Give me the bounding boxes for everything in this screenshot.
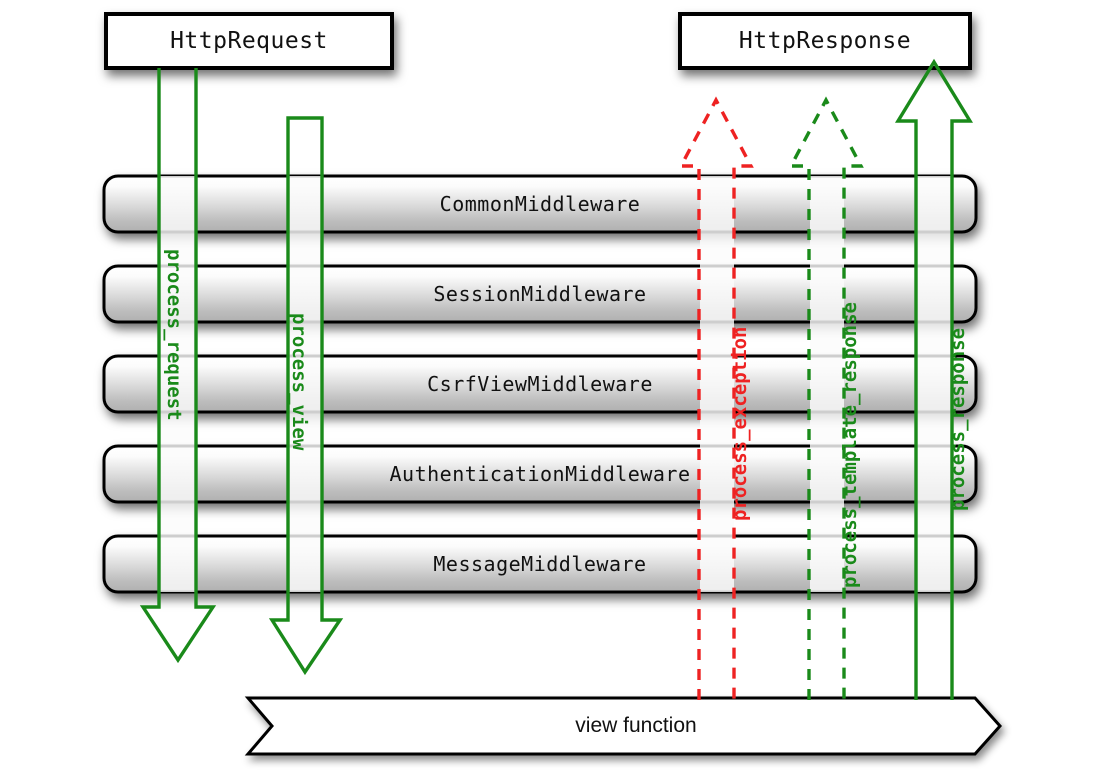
middleware-label-session: SessionMiddleware — [433, 282, 647, 306]
view-function-label: view function — [575, 714, 697, 737]
flow-channels — [160, 176, 953, 592]
flow-process-response-arrow — [894, 58, 974, 700]
flow-label-process-request: process_request — [163, 249, 185, 421]
flow-label-process-response: process_response — [947, 327, 969, 511]
endpoint-request-label: HttpRequest — [170, 28, 328, 54]
flow-label-process-view: process_view — [288, 313, 310, 451]
flow-process-template-response-arrow — [788, 96, 864, 700]
flow-process-request-arrow — [139, 68, 217, 664]
endpoint-request-box — [104, 12, 394, 70]
view-function-banner — [244, 696, 1003, 756]
middleware-label-common: CommonMiddleware — [439, 192, 641, 216]
middleware-label-message: MessageMiddleware — [433, 552, 647, 576]
endpoint-response-label: HttpResponse — [738, 28, 912, 54]
flow-label-process-template-response: process_template_response — [839, 302, 861, 588]
flow-process-view-arrow — [268, 116, 344, 676]
flow-process-exception-arrow — [678, 96, 754, 700]
middleware-label-csrfview: CsrfViewMiddleware — [427, 372, 653, 396]
flow-label-process-exception: process_exception — [729, 326, 751, 521]
endpoint-response-box — [678, 12, 972, 70]
middleware-label-authentication: AuthenticationMiddleware — [389, 462, 691, 486]
